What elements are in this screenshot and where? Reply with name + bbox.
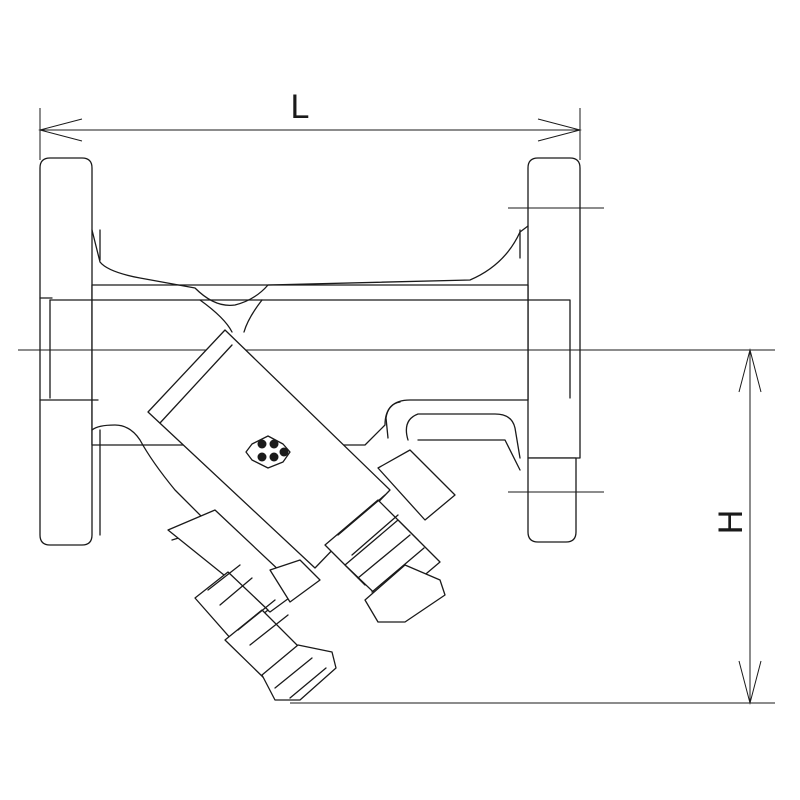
waist-edges — [99, 229, 521, 261]
length-label: L — [291, 88, 310, 126]
left-flange — [39, 157, 93, 546]
arrow-right — [537, 118, 582, 142]
bore-inner-top — [49, 299, 571, 399]
lower-left-casting — [91, 424, 226, 541]
lower-right-boss — [405, 413, 521, 459]
left-plug-body — [269, 559, 321, 603]
left-nut-3 — [261, 644, 337, 701]
cap-inner-edge — [159, 344, 233, 424]
dimension-l: L — [38, 88, 582, 160]
right-flange-lower — [527, 457, 577, 543]
height-label: H — [712, 510, 750, 535]
right-nut-3 — [364, 564, 446, 623]
waist-curve-right — [243, 299, 263, 333]
bore-edge — [39, 297, 99, 401]
dimension-h: H — [290, 348, 775, 705]
waist-curve-left — [199, 299, 233, 333]
left-nut-1-facets — [207, 564, 253, 606]
left-nut-3-facets — [274, 657, 327, 699]
left-plug — [194, 559, 337, 701]
right-plug — [324, 449, 456, 623]
right-nut-2-facets — [357, 534, 425, 593]
lower-right-boss-inner — [385, 401, 521, 471]
arrow-left — [38, 118, 83, 142]
upper-waist — [91, 225, 529, 307]
right-plug-body — [377, 449, 456, 521]
cast-logo-icon — [245, 435, 291, 469]
right-nut-1-facets — [337, 494, 399, 556]
right-flange — [527, 157, 581, 459]
left-nut-2-facets — [237, 599, 289, 646]
